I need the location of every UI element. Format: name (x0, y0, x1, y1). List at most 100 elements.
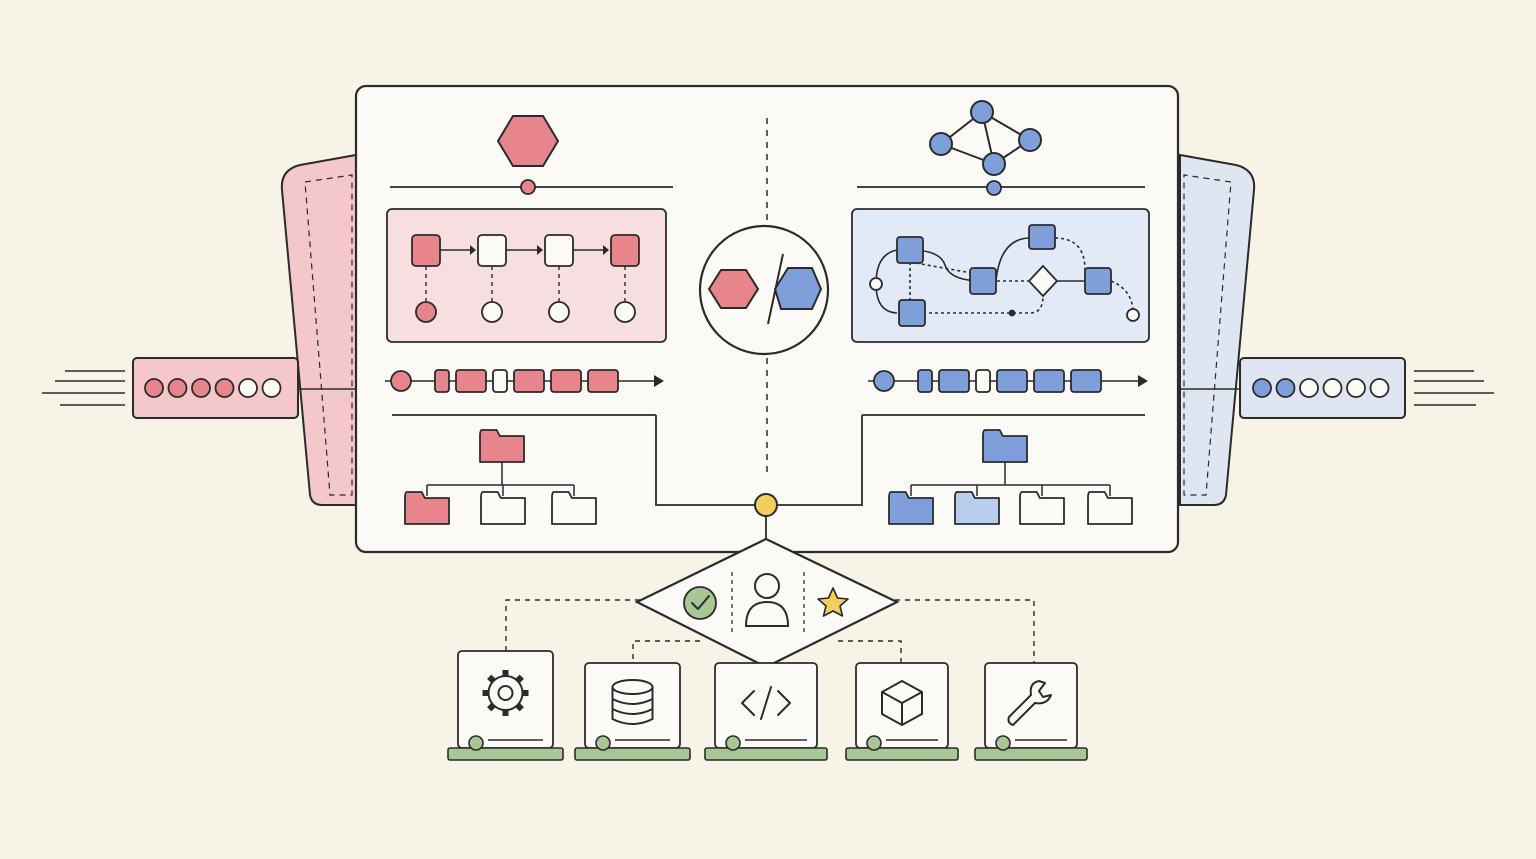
right-workflow-panel (851, 208, 1150, 343)
right-indicator-dots (1252, 378, 1390, 398)
workflow-junction (1008, 309, 1016, 317)
indicator-dot (1275, 378, 1296, 398)
flow-terminal-node (415, 301, 437, 323)
right-workflow-nodes (869, 224, 1140, 327)
pipeline-arrowhead (1138, 375, 1148, 387)
left-header-knob (520, 179, 536, 195)
workflow-end-node (1126, 308, 1140, 322)
pipeline-block (1033, 369, 1065, 393)
workflow-start-node (869, 277, 883, 291)
right-pipeline (868, 369, 1148, 393)
module-card[interactable] (845, 662, 959, 761)
pipeline-block (455, 369, 487, 393)
module-card[interactable] (974, 662, 1088, 761)
pipeline-source-node (390, 370, 412, 392)
right-header-knob (986, 180, 1002, 196)
module-card-body (584, 662, 681, 749)
flow-step-node (544, 234, 574, 267)
star-icon (817, 587, 849, 617)
right-speed-lines (1414, 370, 1494, 406)
folder-icon (551, 491, 597, 525)
center-exchange-circle (698, 224, 830, 356)
hexagon-icon (496, 115, 560, 167)
flow-terminal-node (548, 301, 570, 323)
database-icon (611, 679, 654, 725)
flow-step-node (411, 234, 441, 267)
pipeline-source-node (873, 370, 895, 392)
right-side-panel-dashed-outline (1183, 174, 1232, 496)
folder-icon (480, 491, 526, 525)
indicator-dot (1346, 378, 1366, 398)
flow-step-node (477, 234, 507, 267)
pipeline-block (434, 369, 450, 393)
module-card[interactable] (574, 662, 691, 761)
pipeline-block (550, 369, 582, 393)
module-card[interactable] (447, 650, 564, 761)
left-indicator-dots (144, 378, 282, 398)
right-side-panel (1179, 153, 1256, 506)
check-circle-icon (683, 586, 717, 620)
arrowhead (470, 245, 476, 255)
module-card-base (845, 747, 959, 761)
indicator-dot (144, 378, 164, 398)
module-card-base (704, 747, 828, 761)
folder-icon (954, 491, 1000, 525)
folder-icon (479, 429, 525, 463)
left-folder-tree (404, 429, 597, 525)
wrench-icon (1007, 680, 1052, 726)
left-speed-lines (42, 370, 125, 406)
pipeline-block (938, 369, 970, 393)
right-folder-tree (888, 429, 1133, 525)
arrowhead (603, 245, 609, 255)
flow-terminal-node (614, 301, 636, 323)
indicator-dot (214, 378, 235, 398)
pipeline-block (492, 369, 508, 393)
left-pipeline (385, 369, 664, 393)
code-icon (741, 686, 791, 720)
indicator-dot (191, 378, 211, 398)
left-sequential-flow (411, 234, 640, 323)
red-hexagon-icon (707, 269, 760, 309)
gear-icon (482, 670, 529, 716)
folder-icon (982, 429, 1028, 463)
right-junction-line (778, 415, 863, 506)
module-status-dot (995, 735, 1011, 751)
pipeline-block (1070, 369, 1102, 393)
folder-icon (1019, 491, 1065, 525)
user-icon (744, 573, 790, 627)
arrowhead (537, 245, 543, 255)
module-row (447, 650, 1088, 761)
folder-icon (888, 491, 934, 525)
module-card-base (447, 747, 564, 761)
workflow-node (896, 236, 924, 264)
pipeline-block (513, 369, 545, 393)
module-status-dot (468, 735, 484, 751)
pipeline-block (996, 369, 1028, 393)
folder-icon (404, 491, 450, 525)
pipeline-block (587, 369, 619, 393)
folder-icon (1087, 491, 1133, 525)
slash-divider (767, 253, 784, 325)
workflow-node (969, 267, 997, 295)
module-card-base (574, 747, 691, 761)
flow-step-node (610, 234, 640, 267)
indicator-dot (1322, 378, 1343, 398)
indicator-dot (1369, 378, 1390, 398)
module-status-dot (595, 735, 611, 751)
left-side-panel-dashed-outline (304, 174, 353, 496)
pipeline-arrowhead (654, 375, 664, 387)
flow-terminal-node (481, 301, 503, 323)
module-card-base (974, 747, 1088, 761)
left-sequential-flow-panel (386, 208, 667, 343)
module-connectors (505, 599, 1035, 663)
module-card[interactable] (704, 662, 828, 761)
network-graph-icon (929, 100, 1042, 176)
module-status-dot (725, 735, 741, 751)
indicator-dot (261, 378, 282, 398)
left-side-panel (280, 153, 357, 506)
pipeline-block (975, 369, 991, 393)
junction-node (754, 493, 778, 517)
pipeline-block (917, 369, 933, 393)
